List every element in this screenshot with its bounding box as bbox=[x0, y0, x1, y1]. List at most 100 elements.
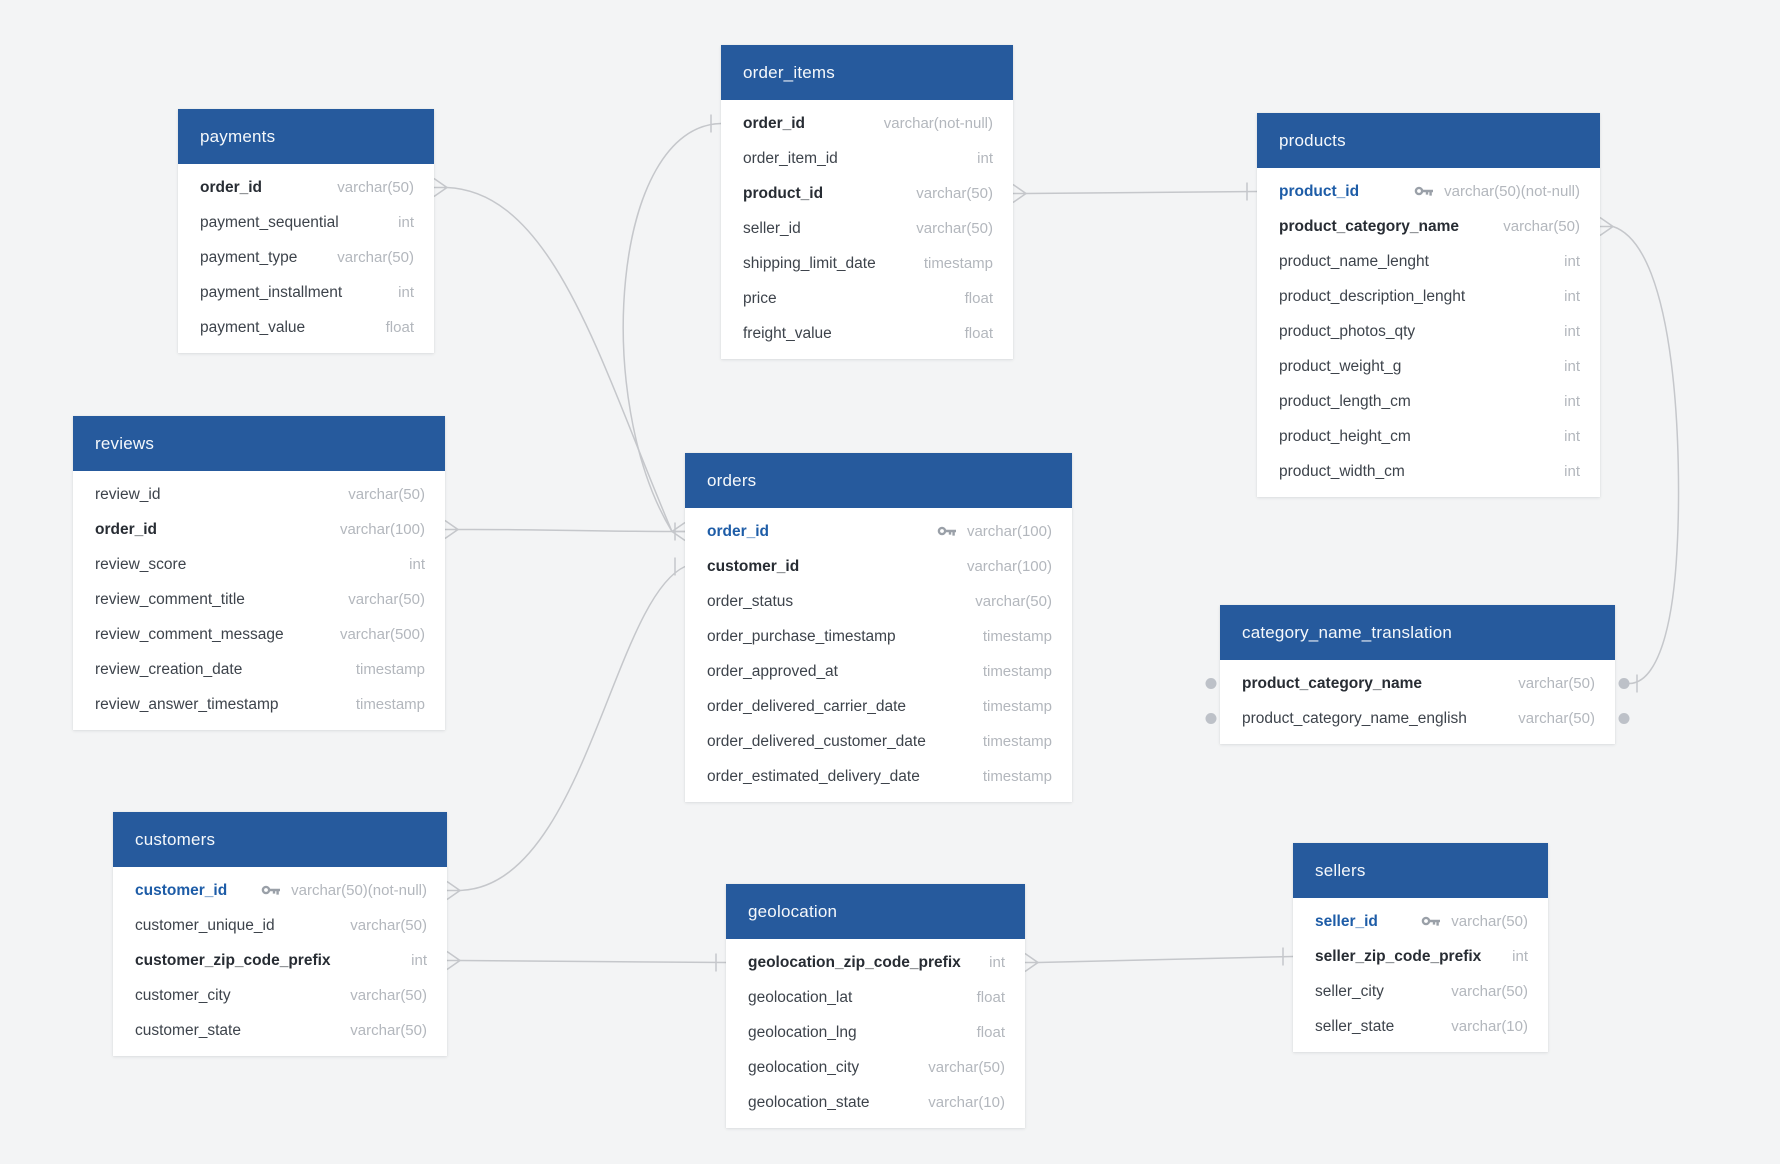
connection-port-dot[interactable] bbox=[1618, 713, 1630, 724]
column-row-sellers-seller_state[interactable]: seller_state varchar(10) bbox=[1293, 1009, 1548, 1044]
column-name: review_creation_date bbox=[95, 660, 243, 678]
table-card-reviews[interactable]: reviews review_id varchar(50) order_id v… bbox=[73, 416, 445, 730]
column-row-orders-order_delivered_customer_date[interactable]: order_delivered_customer_date timestamp bbox=[685, 724, 1072, 759]
column-row-reviews-review_creation_date[interactable]: review_creation_date timestamp bbox=[73, 652, 445, 687]
column-row-orders-order_approved_at[interactable]: order_approved_at timestamp bbox=[685, 654, 1072, 689]
table-card-geolocation[interactable]: geolocation geolocation_zip_code_prefix … bbox=[726, 884, 1025, 1128]
table-card-customers[interactable]: customers customer_id varchar(50)(not-nu… bbox=[113, 812, 447, 1056]
column-type: varchar(50) bbox=[1503, 218, 1580, 235]
column-row-customers-customer_zip_code_prefix[interactable]: customer_zip_code_prefix int bbox=[113, 943, 447, 978]
table-card-sellers[interactable]: sellers seller_id varchar(50) seller_zip… bbox=[1293, 843, 1548, 1052]
column-type: float bbox=[976, 1024, 1005, 1041]
column-row-products-product_description_lenght[interactable]: product_description_lenght int bbox=[1257, 279, 1600, 314]
column-row-payments-payment_sequential[interactable]: payment_sequential int bbox=[178, 205, 434, 240]
column-row-order_items-product_id[interactable]: product_id varchar(50) bbox=[721, 176, 1013, 211]
column-row-customers-customer_unique_id[interactable]: customer_unique_id varchar(50) bbox=[113, 908, 447, 943]
column-name: order_approved_at bbox=[707, 662, 838, 680]
column-row-category_name_translation-product_category_name[interactable]: product_category_name varchar(50) bbox=[1220, 666, 1615, 701]
column-row-orders-order_estimated_delivery_date[interactable]: order_estimated_delivery_date timestamp bbox=[685, 759, 1072, 794]
column-type: float bbox=[385, 319, 414, 336]
connection-port-dot[interactable] bbox=[1618, 678, 1630, 689]
table-header[interactable]: geolocation bbox=[726, 884, 1025, 939]
column-name: customer_id bbox=[707, 557, 800, 575]
column-row-orders-order_status[interactable]: order_status varchar(50) bbox=[685, 584, 1072, 619]
column-row-customers-customer_id[interactable]: customer_id varchar(50)(not-null) bbox=[113, 873, 447, 908]
column-type: timestamp bbox=[355, 661, 425, 678]
column-row-geolocation-geolocation_state[interactable]: geolocation_state varchar(10) bbox=[726, 1085, 1025, 1120]
column-meta: float bbox=[386, 319, 414, 336]
column-row-customers-customer_state[interactable]: customer_state varchar(50) bbox=[113, 1013, 447, 1048]
column-row-order_items-shipping_limit_date[interactable]: shipping_limit_date timestamp bbox=[721, 246, 1013, 281]
table-title: sellers bbox=[1315, 860, 1366, 880]
column-row-geolocation-geolocation_zip_code_prefix[interactable]: geolocation_zip_code_prefix int bbox=[726, 945, 1025, 980]
column-row-products-product_length_cm[interactable]: product_length_cm int bbox=[1257, 384, 1600, 419]
column-row-geolocation-geolocation_lng[interactable]: geolocation_lng float bbox=[726, 1015, 1025, 1050]
column-row-payments-order_id[interactable]: order_id varchar(50) bbox=[178, 170, 434, 205]
column-row-geolocation-geolocation_lat[interactable]: geolocation_lat float bbox=[726, 980, 1025, 1015]
column-row-order_items-price[interactable]: price float bbox=[721, 281, 1013, 316]
column-row-payments-payment_value[interactable]: payment_value float bbox=[178, 310, 434, 345]
column-type: int bbox=[1564, 393, 1580, 410]
column-row-customers-customer_city[interactable]: customer_city varchar(50) bbox=[113, 978, 447, 1013]
connection-port-dot[interactable] bbox=[1205, 678, 1217, 689]
column-row-reviews-review_id[interactable]: review_id varchar(50) bbox=[73, 477, 445, 512]
column-row-geolocation-geolocation_city[interactable]: geolocation_city varchar(50) bbox=[726, 1050, 1025, 1085]
column-name: product_description_lenght bbox=[1279, 287, 1466, 305]
column-row-reviews-review_answer_timestamp[interactable]: review_answer_timestamp timestamp bbox=[73, 687, 445, 722]
column-row-order_items-freight_value[interactable]: freight_value float bbox=[721, 316, 1013, 351]
crow-foot-many-marker bbox=[444, 519, 459, 540]
table-header[interactable]: reviews bbox=[73, 416, 445, 471]
column-row-products-product_name_lenght[interactable]: product_name_lenght int bbox=[1257, 244, 1600, 279]
table-title: payments bbox=[200, 126, 276, 146]
column-name: geolocation_lat bbox=[748, 988, 853, 1006]
column-name: customer_unique_id bbox=[135, 916, 275, 934]
column-row-payments-payment_installment[interactable]: payment_installment int bbox=[178, 275, 434, 310]
table-card-category_name_translation[interactable]: category_name_translation product_catego… bbox=[1220, 605, 1615, 744]
column-type: varchar(500) bbox=[339, 626, 425, 643]
column-name: product_photos_qty bbox=[1279, 322, 1416, 340]
table-header[interactable]: customers bbox=[113, 812, 447, 867]
column-row-reviews-order_id[interactable]: order_id varchar(100) bbox=[73, 512, 445, 547]
table-header[interactable]: orders bbox=[685, 453, 1072, 508]
table-header[interactable]: sellers bbox=[1293, 843, 1548, 898]
column-row-order_items-seller_id[interactable]: seller_id varchar(50) bbox=[721, 211, 1013, 246]
table-card-order_items[interactable]: order_items order_id varchar(not-null) o… bbox=[721, 45, 1013, 359]
column-row-orders-order_delivered_carrier_date[interactable]: order_delivered_carrier_date timestamp bbox=[685, 689, 1072, 724]
table-header[interactable]: order_items bbox=[721, 45, 1013, 100]
table-body: customer_id varchar(50)(not-null) custom… bbox=[113, 867, 447, 1056]
table-header[interactable]: payments bbox=[178, 109, 434, 164]
column-row-sellers-seller_city[interactable]: seller_city varchar(50) bbox=[1293, 974, 1548, 1009]
column-row-order_items-order_id[interactable]: order_id varchar(not-null) bbox=[721, 106, 1013, 141]
column-row-sellers-seller_zip_code_prefix[interactable]: seller_zip_code_prefix int bbox=[1293, 939, 1548, 974]
column-row-products-product_width_cm[interactable]: product_width_cm int bbox=[1257, 454, 1600, 489]
table-card-payments[interactable]: payments order_id varchar(50) payment_se… bbox=[178, 109, 434, 353]
table-header[interactable]: category_name_translation bbox=[1220, 605, 1615, 660]
column-meta: varchar(10) bbox=[1451, 1018, 1528, 1035]
column-row-reviews-review_comment_message[interactable]: review_comment_message varchar(500) bbox=[73, 617, 445, 652]
table-card-products[interactable]: products product_id varchar(50)(not-null… bbox=[1257, 113, 1600, 497]
column-row-products-product_weight_g[interactable]: product_weight_g int bbox=[1257, 349, 1600, 384]
table-title: category_name_translation bbox=[1242, 622, 1453, 642]
table-header[interactable]: products bbox=[1257, 113, 1600, 168]
column-row-orders-customer_id[interactable]: customer_id varchar(100) bbox=[685, 549, 1072, 584]
column-row-products-product_category_name[interactable]: product_category_name varchar(50) bbox=[1257, 209, 1600, 244]
column-name: product_category_name bbox=[1279, 217, 1460, 235]
column-row-products-product_id[interactable]: product_id varchar(50)(not-null) bbox=[1257, 174, 1600, 209]
primary-key-icon bbox=[1421, 916, 1441, 926]
column-row-products-product_height_cm[interactable]: product_height_cm int bbox=[1257, 419, 1600, 454]
column-meta: timestamp bbox=[983, 768, 1052, 785]
column-meta: int bbox=[398, 284, 414, 301]
column-row-orders-order_purchase_timestamp[interactable]: order_purchase_timestamp timestamp bbox=[685, 619, 1072, 654]
column-type: varchar(50) bbox=[1451, 913, 1528, 930]
column-row-payments-payment_type[interactable]: payment_type varchar(50) bbox=[178, 240, 434, 275]
table-card-orders[interactable]: orders order_id varchar(100) customer_id… bbox=[685, 453, 1072, 802]
connection-port-dot[interactable] bbox=[1205, 713, 1217, 724]
column-row-order_items-order_item_id[interactable]: order_item_id int bbox=[721, 141, 1013, 176]
column-row-orders-order_id[interactable]: order_id varchar(100) bbox=[685, 514, 1072, 549]
column-row-reviews-review_score[interactable]: review_score int bbox=[73, 547, 445, 582]
column-row-products-product_photos_qty[interactable]: product_photos_qty int bbox=[1257, 314, 1600, 349]
column-row-sellers-seller_id[interactable]: seller_id varchar(50) bbox=[1293, 904, 1548, 939]
column-row-category_name_translation-product_category_name_english[interactable]: product_category_name_english varchar(50… bbox=[1220, 701, 1615, 736]
column-row-reviews-review_comment_title[interactable]: review_comment_title varchar(50) bbox=[73, 582, 445, 617]
